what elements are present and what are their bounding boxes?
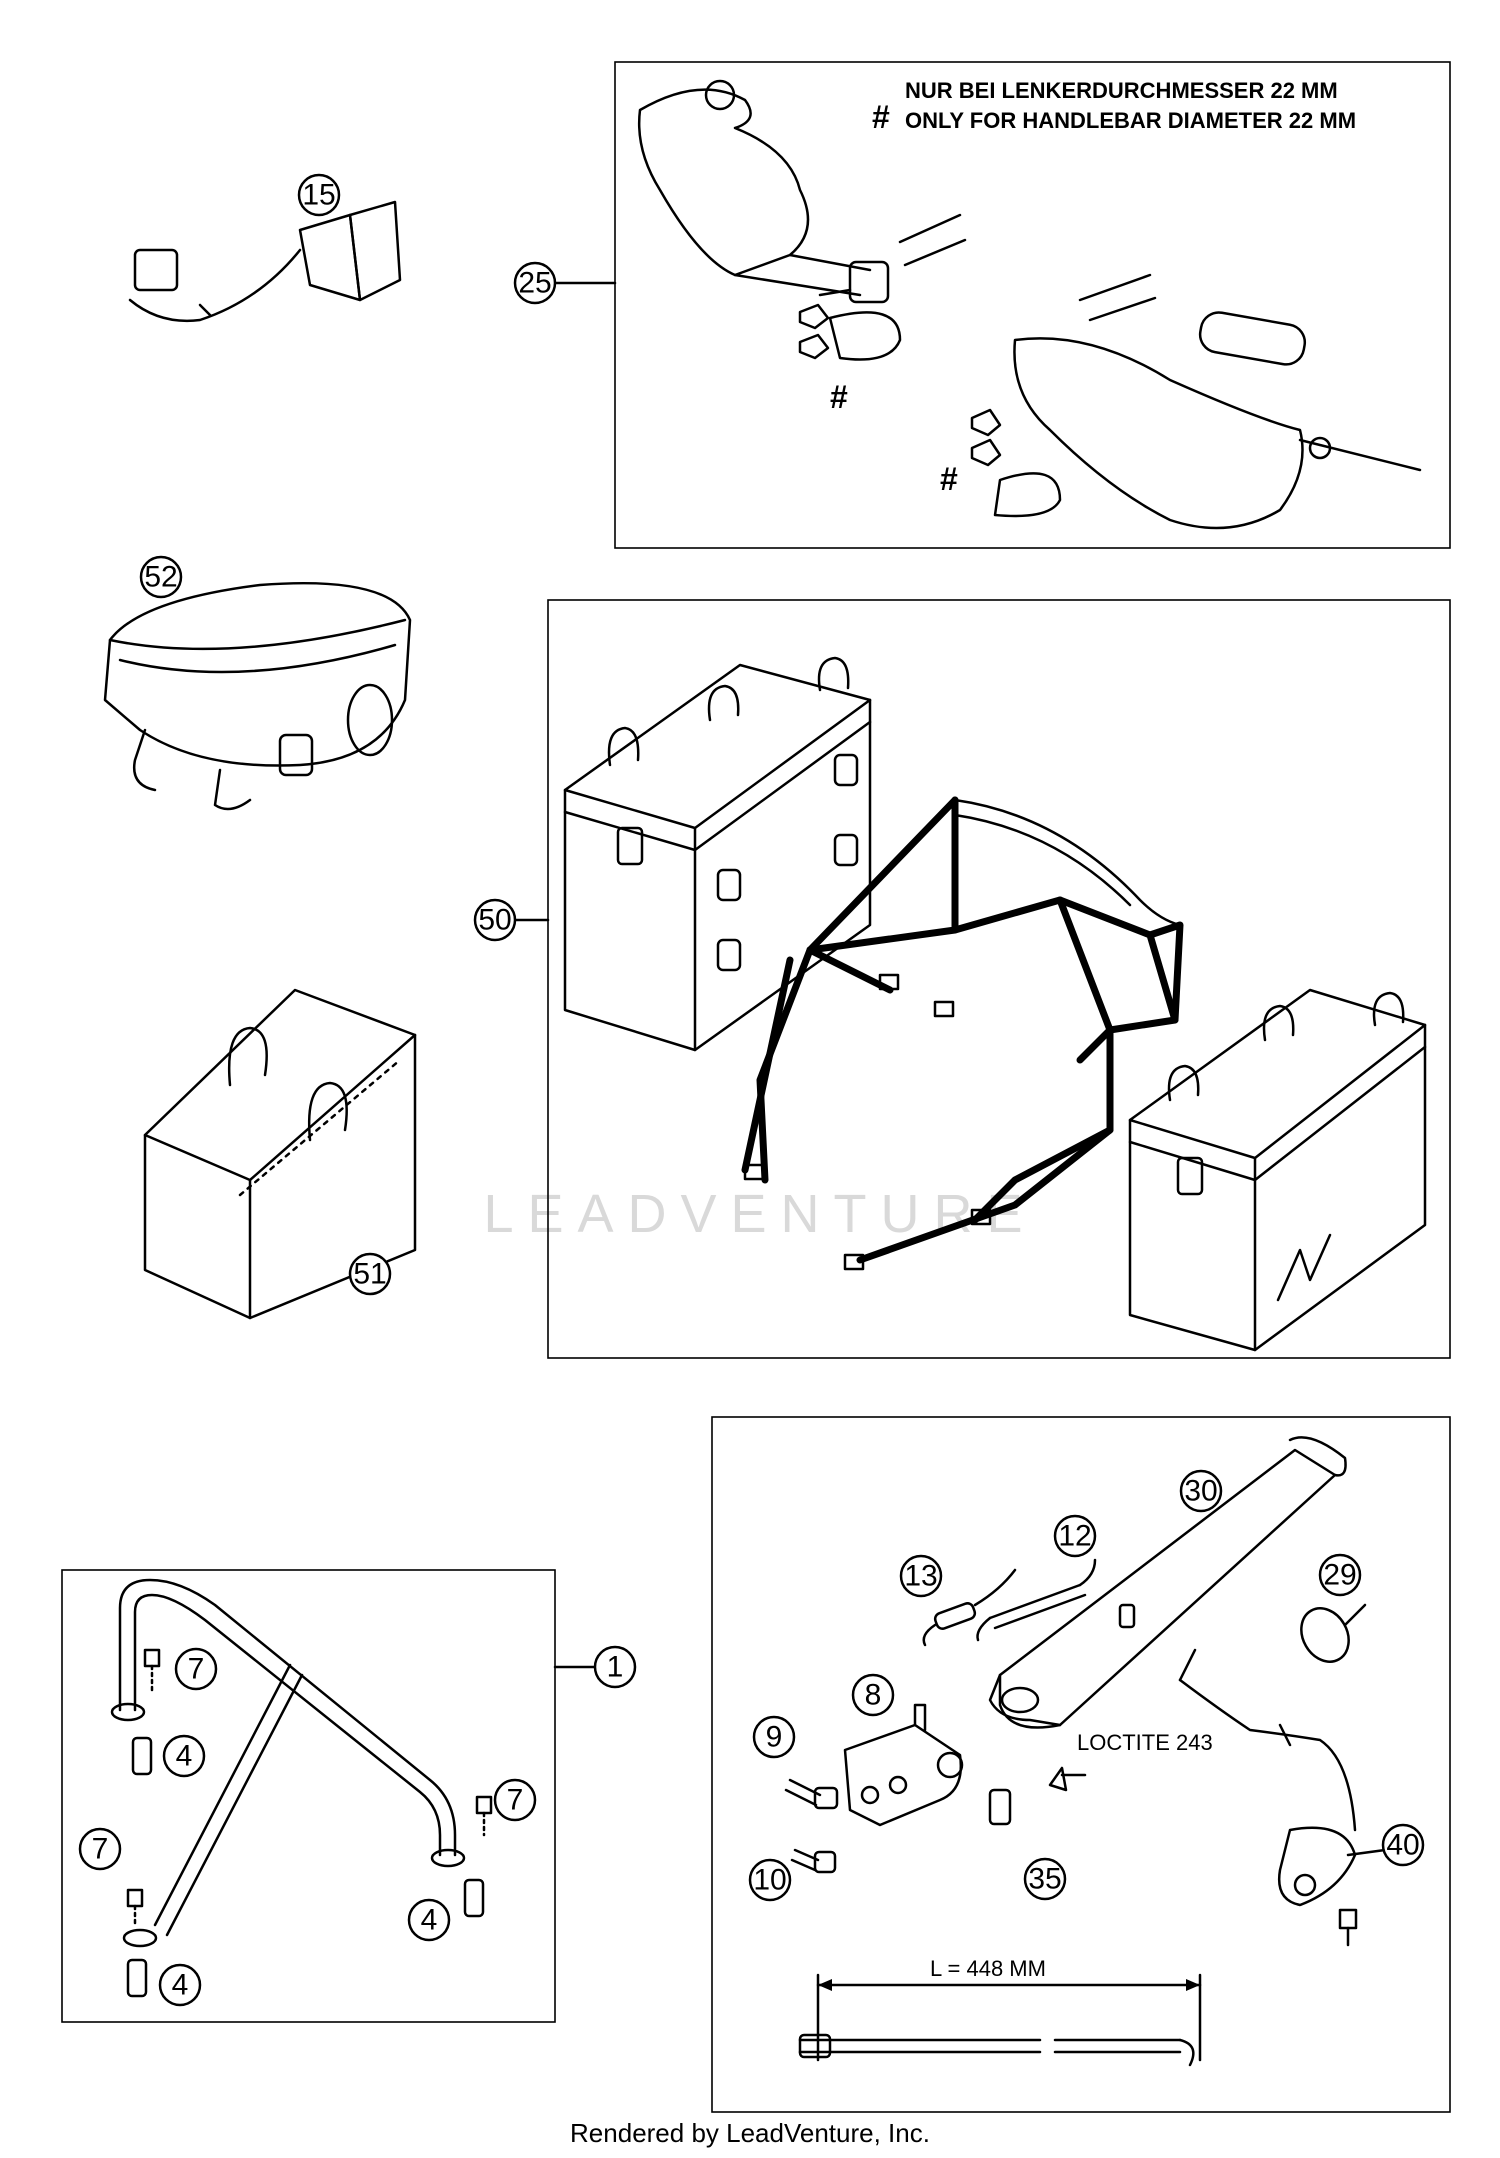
callout-13: 13 [899,1554,943,1598]
part-40-switch [1178,1648,1358,1947]
callout-15: 15 [297,173,341,217]
svg-text:13: 13 [904,1560,937,1593]
note-line-english: ONLY FOR HANDLEBAR DIAMETER 22 MM [905,108,1356,133]
pannier-rack-frame [741,796,1184,1271]
svg-text:4: 4 [176,1740,193,1773]
svg-text:52: 52 [144,561,177,594]
callout-7-b: 7 [78,1827,122,1871]
sidestand-group-box [711,1416,1451,2113]
part-52-seat-cushion [103,581,412,811]
callout-35: 35 [1023,1857,1067,1901]
callout-4-b: 4 [158,1963,202,2007]
hash-symbol: # [872,99,890,135]
handguard-clamp-left: # [798,213,967,415]
callout-10: 10 [748,1858,792,1902]
svg-text:4: 4 [172,1969,189,2002]
callout-40: 40 [1381,1823,1425,1867]
rack-group-box [61,1569,556,2023]
watermark-text: LEADVENTURE [483,1184,1036,1244]
callout-50: 50 [473,898,517,942]
svg-text:35: 35 [1028,1863,1061,1896]
callout-9: 9 [752,1715,796,1759]
footer-credit: Rendered by LeadVenture, Inc. [570,2118,930,2148]
callout-52: 52 [139,555,183,599]
handguard-group-box [614,61,1451,549]
handguard-left [637,79,872,297]
spring-length-indicator [798,1973,1202,2067]
svg-text:8: 8 [865,1679,882,1712]
handguard-right: # [940,273,1422,530]
callout-30: 30 [1179,1469,1223,1513]
hash-symbol-left: # [830,379,848,415]
callout-51: 51 [348,1252,392,1296]
svg-text:10: 10 [753,1864,786,1897]
svg-text:30: 30 [1184,1475,1217,1508]
svg-text:12: 12 [1058,1520,1091,1553]
callout-12: 12 [1053,1514,1097,1558]
svg-text:9: 9 [766,1721,783,1754]
svg-text:7: 7 [188,1653,205,1686]
svg-text:51: 51 [353,1258,386,1291]
svg-text:15: 15 [302,179,335,212]
part-1-rack [110,1578,466,1948]
hash-symbol-right: # [940,461,958,497]
callout-4-a: 4 [162,1734,206,1778]
svg-text:50: 50 [478,904,511,937]
part-35-pin [988,1766,1087,1826]
svg-text:1: 1 [607,1651,624,1684]
part-8-bracket [843,1703,964,1827]
handguard-note: # NUR BEI LENKERDURCHMESSER 22 MM ONLY F… [872,78,1356,135]
part-13-spring [922,1568,1017,1647]
pannier-case-left [563,656,872,1052]
pannier-group-box [547,599,1451,1359]
part-15-connector [128,200,402,322]
callout-25: 25 [513,261,557,305]
rack-bolts-and-spacers [126,1648,493,1998]
length-label: L = 448 MM [930,1956,1046,1981]
callout-7-c: 7 [493,1778,537,1822]
loctite-label: LOCTITE 243 [1077,1730,1213,1755]
pannier-case-right [1128,988,1427,1352]
part-10-bolt [790,1848,837,1874]
part-12-spring [976,1558,1097,1642]
part-9-bolt [784,1778,839,1810]
svg-text:4: 4 [421,1904,438,1937]
svg-text:7: 7 [92,1833,109,1866]
callout-7-a: 7 [174,1647,218,1691]
callout-1: 1 [593,1645,637,1689]
callout-4-c: 4 [407,1898,451,1942]
part-30-side-stand [988,1436,1347,1729]
callout-29: 29 [1318,1553,1362,1597]
part-51-box-cover [143,988,417,1320]
svg-text:29: 29 [1323,1559,1356,1592]
note-line-german: NUR BEI LENKERDURCHMESSER 22 MM [905,78,1338,103]
svg-text:25: 25 [518,267,551,300]
svg-text:7: 7 [507,1784,524,1817]
part-29-cable-tie [1300,1603,1367,1663]
svg-text:40: 40 [1386,1829,1419,1862]
callout-8: 8 [851,1673,895,1717]
